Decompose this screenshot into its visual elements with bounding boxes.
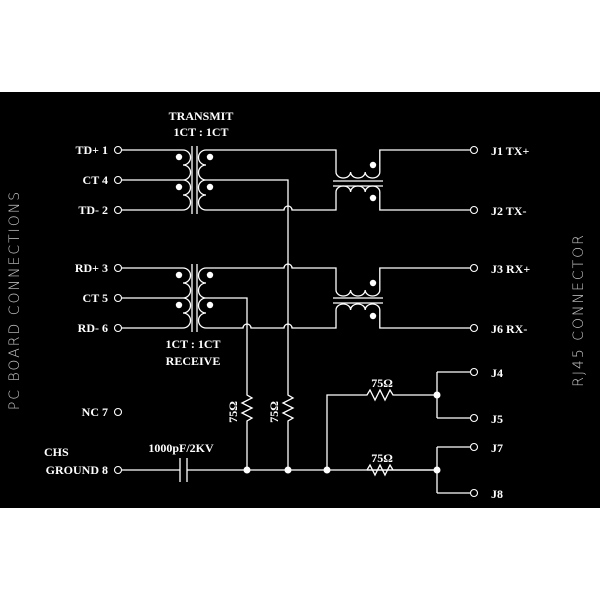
pin-label: GROUND 8	[46, 463, 108, 477]
receive-title: RECEIVE	[166, 354, 221, 368]
pin-label: J4	[491, 366, 503, 380]
pin-terminal	[113, 465, 123, 475]
pin-label: TD- 2	[78, 203, 108, 217]
pin-label: RD- 6	[78, 321, 108, 335]
left-wires	[122, 146, 207, 332]
pin-terminal	[113, 145, 123, 155]
pin-terminal	[113, 205, 123, 215]
capacitor-label: 1000pF/2KV	[148, 441, 214, 455]
pc-board-label: PC BOARD CONNECTIONS	[7, 190, 23, 410]
pin-label: J1 TX+	[491, 144, 529, 158]
resistor-label: 75Ω	[226, 401, 240, 423]
pin-terminal	[113, 407, 123, 417]
pin-terminal	[113, 175, 123, 185]
pin-terminal	[113, 263, 123, 273]
chs-label: CHS	[44, 445, 69, 459]
pin-terminal	[113, 323, 123, 333]
resistor-label: 75Ω	[267, 401, 281, 423]
chokes	[206, 149, 470, 329]
pin-label: TD+ 1	[75, 143, 108, 157]
pin-label: J6 RX-	[491, 322, 527, 336]
transmit-ratio: 1CT : 1CT	[173, 125, 228, 139]
left-pin-circles	[113, 145, 123, 475]
transformer-dots	[175, 153, 214, 309]
left-pin-labels: TD+ 1 CT 4 TD- 2 RD+ 3 CT 5 RD- 6 NC 7 C…	[44, 143, 108, 477]
schematic-background	[0, 92, 600, 508]
rj45-connector-label: RJ45 CONNECTOR	[571, 233, 587, 387]
pin-label: CT 5	[83, 291, 108, 305]
right-pins: J1 TX+ J2 TX- J3 RX+ J6 RX- J4 J5 J7 J8	[469, 144, 530, 501]
resistor-label: 75Ω	[371, 451, 393, 465]
pin-label: J2 TX-	[491, 204, 526, 218]
pin-label: RD+ 3	[75, 261, 108, 275]
transmit-title: TRANSMIT	[169, 109, 234, 123]
termination-network: 1000pF/2KV 75Ω 75Ω 75Ω 75Ω	[122, 179, 470, 494]
pin-label: J7	[491, 441, 503, 455]
pin-label: CT 4	[83, 173, 108, 187]
resistor-label: 75Ω	[371, 376, 393, 390]
pin-label: NC 7	[82, 405, 108, 419]
pin-label: J5	[491, 412, 503, 426]
pin-label: J8	[491, 487, 503, 501]
receive-ratio: 1CT : 1CT	[165, 337, 220, 351]
pin-terminal	[113, 293, 123, 303]
pin-label: J3 RX+	[491, 262, 530, 276]
